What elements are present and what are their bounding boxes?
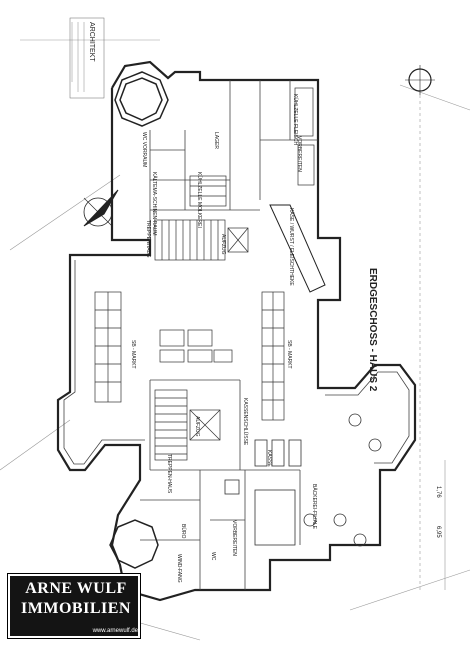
building-outline (56, 60, 417, 602)
dimension-1: 1,76 (435, 486, 441, 498)
label-vorbereiten-top: VORBEREITEN (296, 136, 302, 172)
logo-line-2: IMMOBILIEN (21, 600, 131, 617)
counter (269, 204, 326, 293)
label-kassenschluesse: KASSENSCHLÜSSE (242, 398, 249, 446)
octagonal-bays (109, 71, 169, 569)
label-sb-markt-left: SB - MARKT (130, 340, 136, 369)
logo-url: www.arnewulf.de (92, 628, 138, 634)
label-kaeltemaschinenraum: KÄLTEMA-SCHINEN-RAUM (151, 172, 158, 236)
tables (303, 413, 382, 547)
label-kasse: KASSE (266, 450, 272, 467)
label-aufzug-top: AUFZUG (220, 234, 226, 255)
label-vorbereiten-bottom: VORBEREITEN (231, 520, 237, 556)
stairs (154, 219, 249, 461)
label-treppenhaus-mid: TREPPEN-HAUS (166, 454, 172, 494)
label-buero: BÜRO (180, 524, 187, 539)
label-baeckerei: BÄCKEREI-FILIALE (311, 484, 318, 530)
label-fleischtheke: KÄSE / WURST / FLEISCHTHEKE (288, 208, 295, 286)
company-logo: ARNE WULF IMMOBILIEN www.arnewulf.de (7, 573, 141, 639)
logo-line-1: ARNE WULF (25, 580, 127, 597)
label-sb-markt-right: SB - MARKT (286, 340, 292, 369)
checkouts (224, 439, 302, 546)
north-arrow-icon (83, 189, 119, 227)
label-wc-vorraum: WC VORRAUM (141, 132, 147, 167)
plan-title: ERDGESCHOSS - HAUS 2 (367, 268, 378, 392)
stamp-text: ARCHITEKT (88, 22, 95, 62)
inner-walls (63, 80, 410, 590)
label-lager: LAGER (213, 132, 219, 149)
reference-point-icon (405, 65, 435, 95)
label-wc-bottom: WC (210, 552, 216, 561)
shelving (94, 87, 315, 421)
architect-stamp: ARCHITEKT (69, 17, 105, 99)
dimension-2: 6,95 (435, 526, 441, 538)
label-kuehlzelle-fleisch: KÜHLZELLE FLEISCH (292, 94, 299, 146)
label-aufzug-mid: AUFZUG (194, 416, 200, 437)
label-kuehlzelle-molkerei: KÜHLZELLE MOLKEREI (196, 172, 203, 228)
label-treppenhaus-top: TREPPENHAUS (145, 220, 151, 258)
label-windfang: WIND-FANG (176, 554, 182, 583)
